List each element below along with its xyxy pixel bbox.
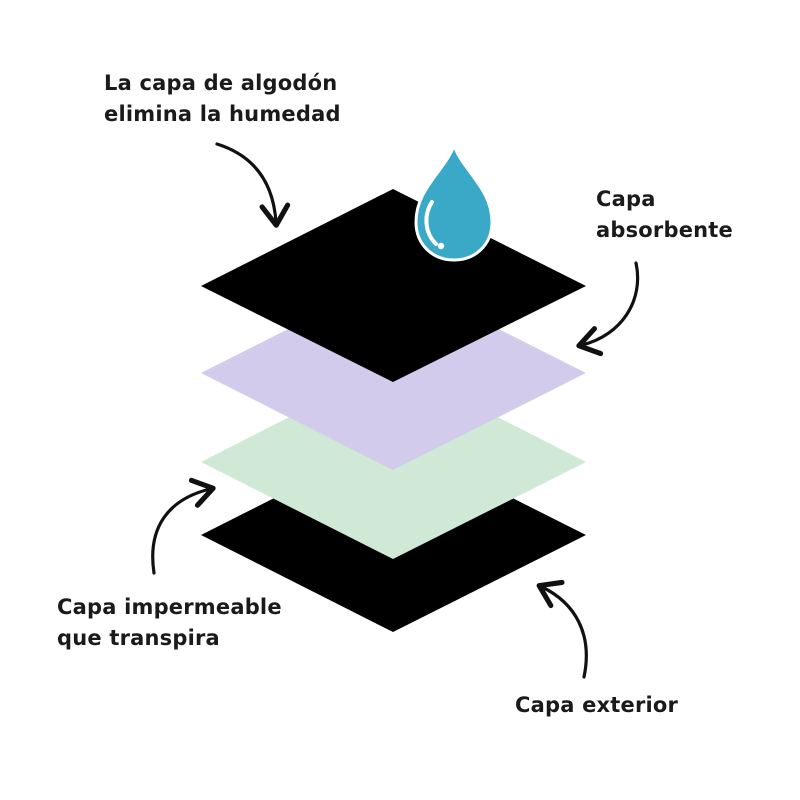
cotton-layer-label: La capa de algodón elimina la humedad (104, 68, 341, 130)
absorbent-layer-label: Capa absorbente (596, 184, 733, 246)
label-line: Capa (596, 187, 656, 211)
label-line: absorbente (596, 218, 733, 242)
label-line: elimina la humedad (104, 102, 341, 126)
label-line: Capa impermeable (57, 595, 282, 619)
label-line: Capa exterior (515, 693, 679, 717)
outer-layer-label: Capa exterior (515, 690, 678, 721)
water-drop-icon (414, 140, 494, 262)
waterproof-layer-label: Capa impermeable que transpira (57, 592, 282, 654)
curved-arrow-icon (151, 477, 216, 575)
label-line: La capa de algodón (104, 71, 338, 95)
cotton-layer (201, 189, 586, 382)
curved-arrow-icon (576, 261, 640, 357)
curved-arrow-icon (215, 142, 291, 228)
label-line: que transpira (57, 626, 220, 650)
curved-arrow-icon (536, 579, 588, 679)
